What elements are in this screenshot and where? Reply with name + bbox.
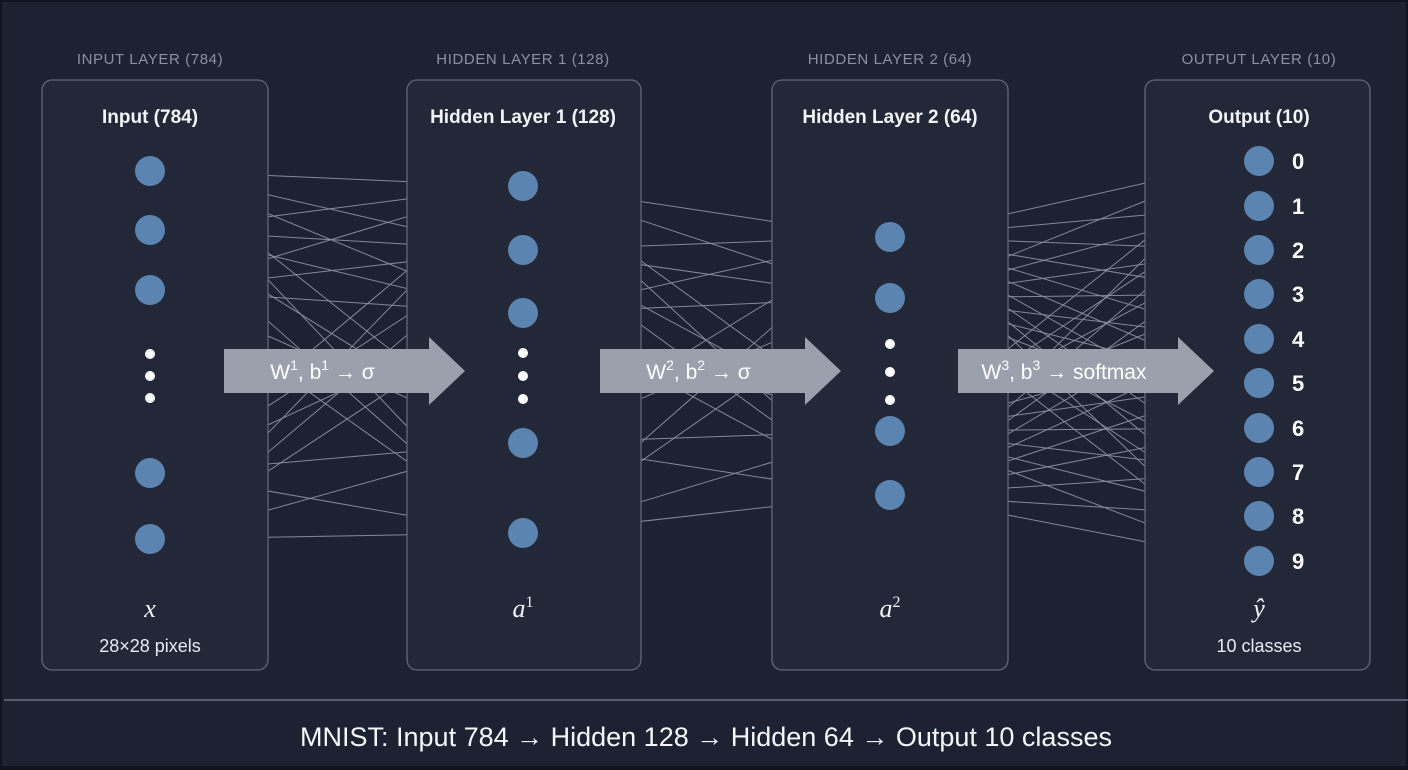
- panel-title-input: Input (784): [102, 107, 198, 128]
- neuron-hidden2-0: [875, 222, 905, 252]
- neuron-input-0: [135, 156, 165, 186]
- neuron-output-0: [1244, 146, 1274, 176]
- output-class-label-8: 8: [1292, 504, 1304, 529]
- ellipsis-dot-input-1: [145, 371, 155, 381]
- math-superscript: 2: [893, 594, 901, 611]
- output-class-label-3: 3: [1292, 282, 1304, 307]
- arrow-superscript-1: 1: [290, 357, 298, 373]
- arrow-superscript-1: 2: [666, 357, 674, 373]
- neuron-hidden2-2: [875, 416, 905, 446]
- output-class-label-2: 2: [1292, 238, 1304, 263]
- neuron-output-9: [1244, 546, 1274, 576]
- layer-caption-hidden1: HIDDEN LAYER 1 (128): [436, 51, 609, 68]
- neuron-hidden1-2: [508, 298, 538, 328]
- transition-arrow-t1: [224, 337, 465, 405]
- neuron-input-1: [135, 215, 165, 245]
- neuron-hidden1-3: [508, 428, 538, 458]
- arrow-tail: → softmax: [1040, 361, 1147, 384]
- arrow-base: W: [270, 361, 290, 384]
- arrow-superscript-2: 1: [321, 357, 329, 373]
- layer-nodes: 0 1 2 3 4 5 6 7 8 9: [135, 146, 1305, 576]
- layer-caption-input: INPUT LAYER (784): [77, 51, 223, 68]
- neuron-hidden1-4: [508, 518, 538, 548]
- output-class-label-1: 1: [1292, 194, 1304, 219]
- ellipsis-dot-hidden2-1: [885, 367, 895, 377]
- output-class-label-7: 7: [1292, 460, 1304, 485]
- neuron-hidden1-1: [508, 235, 538, 265]
- transition-label-t2: W2, b2 → σ: [646, 357, 750, 384]
- neuron-output-2: [1244, 235, 1274, 265]
- neuron-hidden2-1: [875, 283, 905, 313]
- output-class-label-6: 6: [1292, 416, 1304, 441]
- layer-note-input: 28×28 pixels: [99, 636, 201, 656]
- transition-label-t1: W1, b1 → σ: [270, 357, 374, 384]
- arrow-superscript-1: 3: [1001, 357, 1009, 373]
- math-label-hidden1: a1: [513, 594, 534, 623]
- neuron-output-5: [1244, 368, 1274, 398]
- neuron-output-6: [1244, 413, 1274, 443]
- arrow-tail: → σ: [329, 361, 375, 384]
- neuron-input-2: [135, 275, 165, 305]
- panel-title-output: Output (10): [1208, 107, 1309, 128]
- neuron-input-4: [135, 524, 165, 554]
- math-base: a: [513, 594, 526, 623]
- panel-title-hidden2: Hidden Layer 2 (64): [802, 107, 977, 128]
- neuron-output-7: [1244, 457, 1274, 487]
- neuron-output-1: [1244, 191, 1274, 221]
- ellipsis-dot-hidden1-0: [518, 348, 528, 358]
- output-class-label-5: 5: [1292, 371, 1304, 396]
- arrow-superscript-2: 2: [697, 357, 705, 373]
- ellipsis-dot-hidden1-1: [518, 371, 528, 381]
- transition-label-t3: W3, b3 → softmax: [982, 357, 1147, 384]
- math-superscript: 1: [526, 594, 534, 611]
- arrow-mid: , b: [674, 361, 697, 384]
- neuron-output-8: [1244, 501, 1274, 531]
- output-class-label-0: 0: [1292, 149, 1304, 174]
- math-base: x: [143, 594, 156, 623]
- layer-caption-output: OUTPUT LAYER (10): [1182, 51, 1337, 68]
- math-label-output: ŷ: [1250, 594, 1265, 623]
- math-base: a: [880, 594, 893, 623]
- panel-title-hidden1: Hidden Layer 1 (128): [430, 107, 616, 128]
- arrow-mid: , b: [298, 361, 321, 384]
- neuron-input-3: [135, 458, 165, 488]
- ellipsis-dot-hidden2-2: [885, 395, 895, 405]
- ellipsis-dot-input-0: [145, 349, 155, 359]
- arrow-tail: → σ: [705, 361, 751, 384]
- output-class-label-9: 9: [1292, 549, 1304, 574]
- layer-note-output: 10 classes: [1216, 636, 1301, 656]
- caption-text: MNIST: Input 784 → Hidden 128 → Hidden 6…: [300, 722, 1112, 752]
- math-label-input: x: [143, 594, 156, 623]
- ellipsis-dot-input-2: [145, 393, 155, 403]
- ellipsis-dot-hidden1-2: [518, 394, 528, 404]
- neuron-output-3: [1244, 279, 1274, 309]
- output-class-label-4: 4: [1292, 327, 1305, 352]
- math-label-hidden2: a2: [880, 594, 901, 623]
- math-base: ŷ: [1250, 594, 1265, 623]
- arrow-superscript-2: 3: [1032, 357, 1040, 373]
- arrow-mid: , b: [1009, 361, 1032, 384]
- caption-bar: MNIST: Input 784 → Hidden 128 → Hidden 6…: [4, 699, 1408, 752]
- transition-arrow-t2: [600, 337, 841, 405]
- arrow-base: W: [646, 361, 666, 384]
- transition-arrow-t3: [958, 337, 1214, 405]
- neuron-hidden2-3: [875, 480, 905, 510]
- arrow-base: W: [982, 361, 1002, 384]
- neuron-output-4: [1244, 324, 1274, 354]
- neuron-hidden1-0: [508, 171, 538, 201]
- ellipsis-dot-hidden2-0: [885, 339, 895, 349]
- layer-caption-hidden2: HIDDEN LAYER 2 (64): [808, 51, 973, 68]
- layer-panels: INPUT LAYER (784) Input (784) x 28×28 pixel…: [41, 51, 1371, 671]
